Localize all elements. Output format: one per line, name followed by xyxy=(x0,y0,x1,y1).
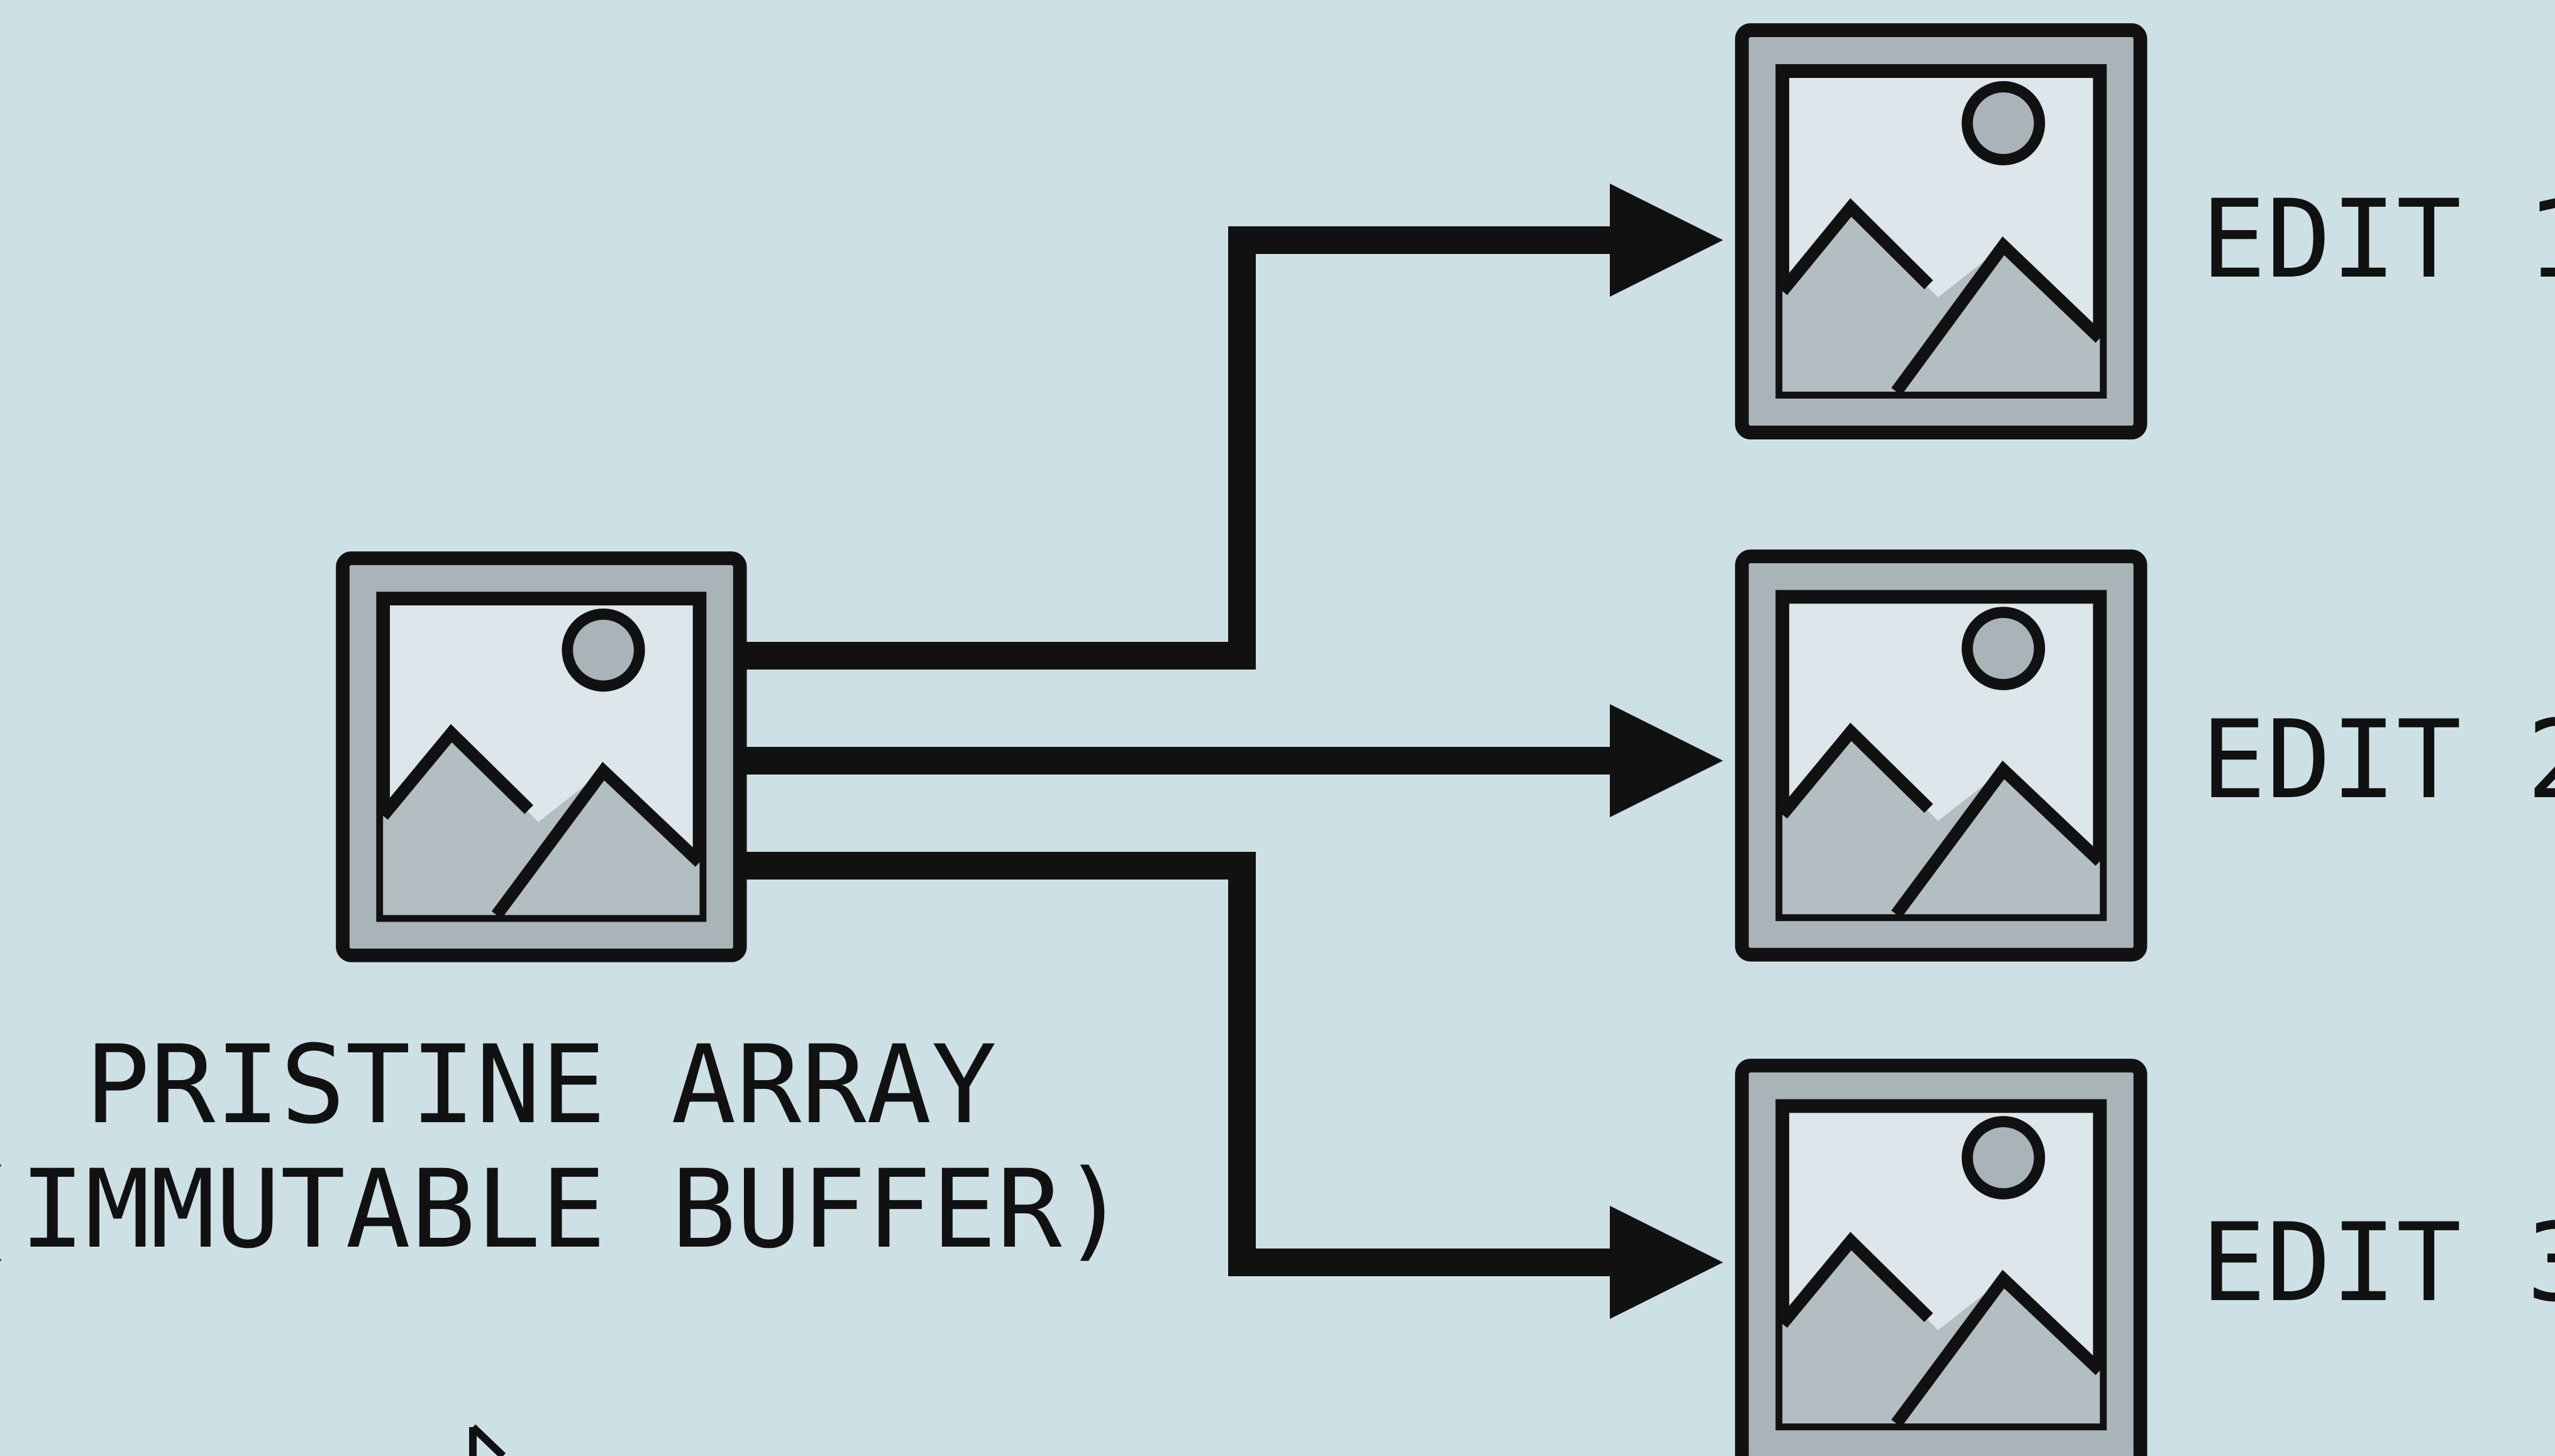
edit-1-image-icon xyxy=(1742,30,2141,433)
source-label-line2: (IMMUTABLE BUFFER) xyxy=(0,1146,1127,1272)
edit-1-label: EDIT 1 xyxy=(2201,176,2555,302)
source-image-icon xyxy=(343,558,740,956)
mouse-cursor-icon xyxy=(469,1424,506,1456)
connector-edit-1 xyxy=(742,226,1622,670)
edit-2-image-icon xyxy=(1742,556,2141,955)
edit-2-label: EDIT 2 xyxy=(2201,697,2555,823)
arrowhead-edit-1 xyxy=(1610,184,1723,297)
source-label-line1: PRISTINE ARRAY xyxy=(85,1022,997,1148)
arrowhead-edit-2 xyxy=(1610,704,1723,817)
edit-3-label: EDIT 3 xyxy=(2201,1200,2555,1326)
edit-3-image-icon xyxy=(1742,1066,2141,1456)
arrowhead-edit-3 xyxy=(1610,1206,1723,1319)
connectors xyxy=(742,184,1723,1319)
connector-edit-3 xyxy=(742,852,1622,1276)
